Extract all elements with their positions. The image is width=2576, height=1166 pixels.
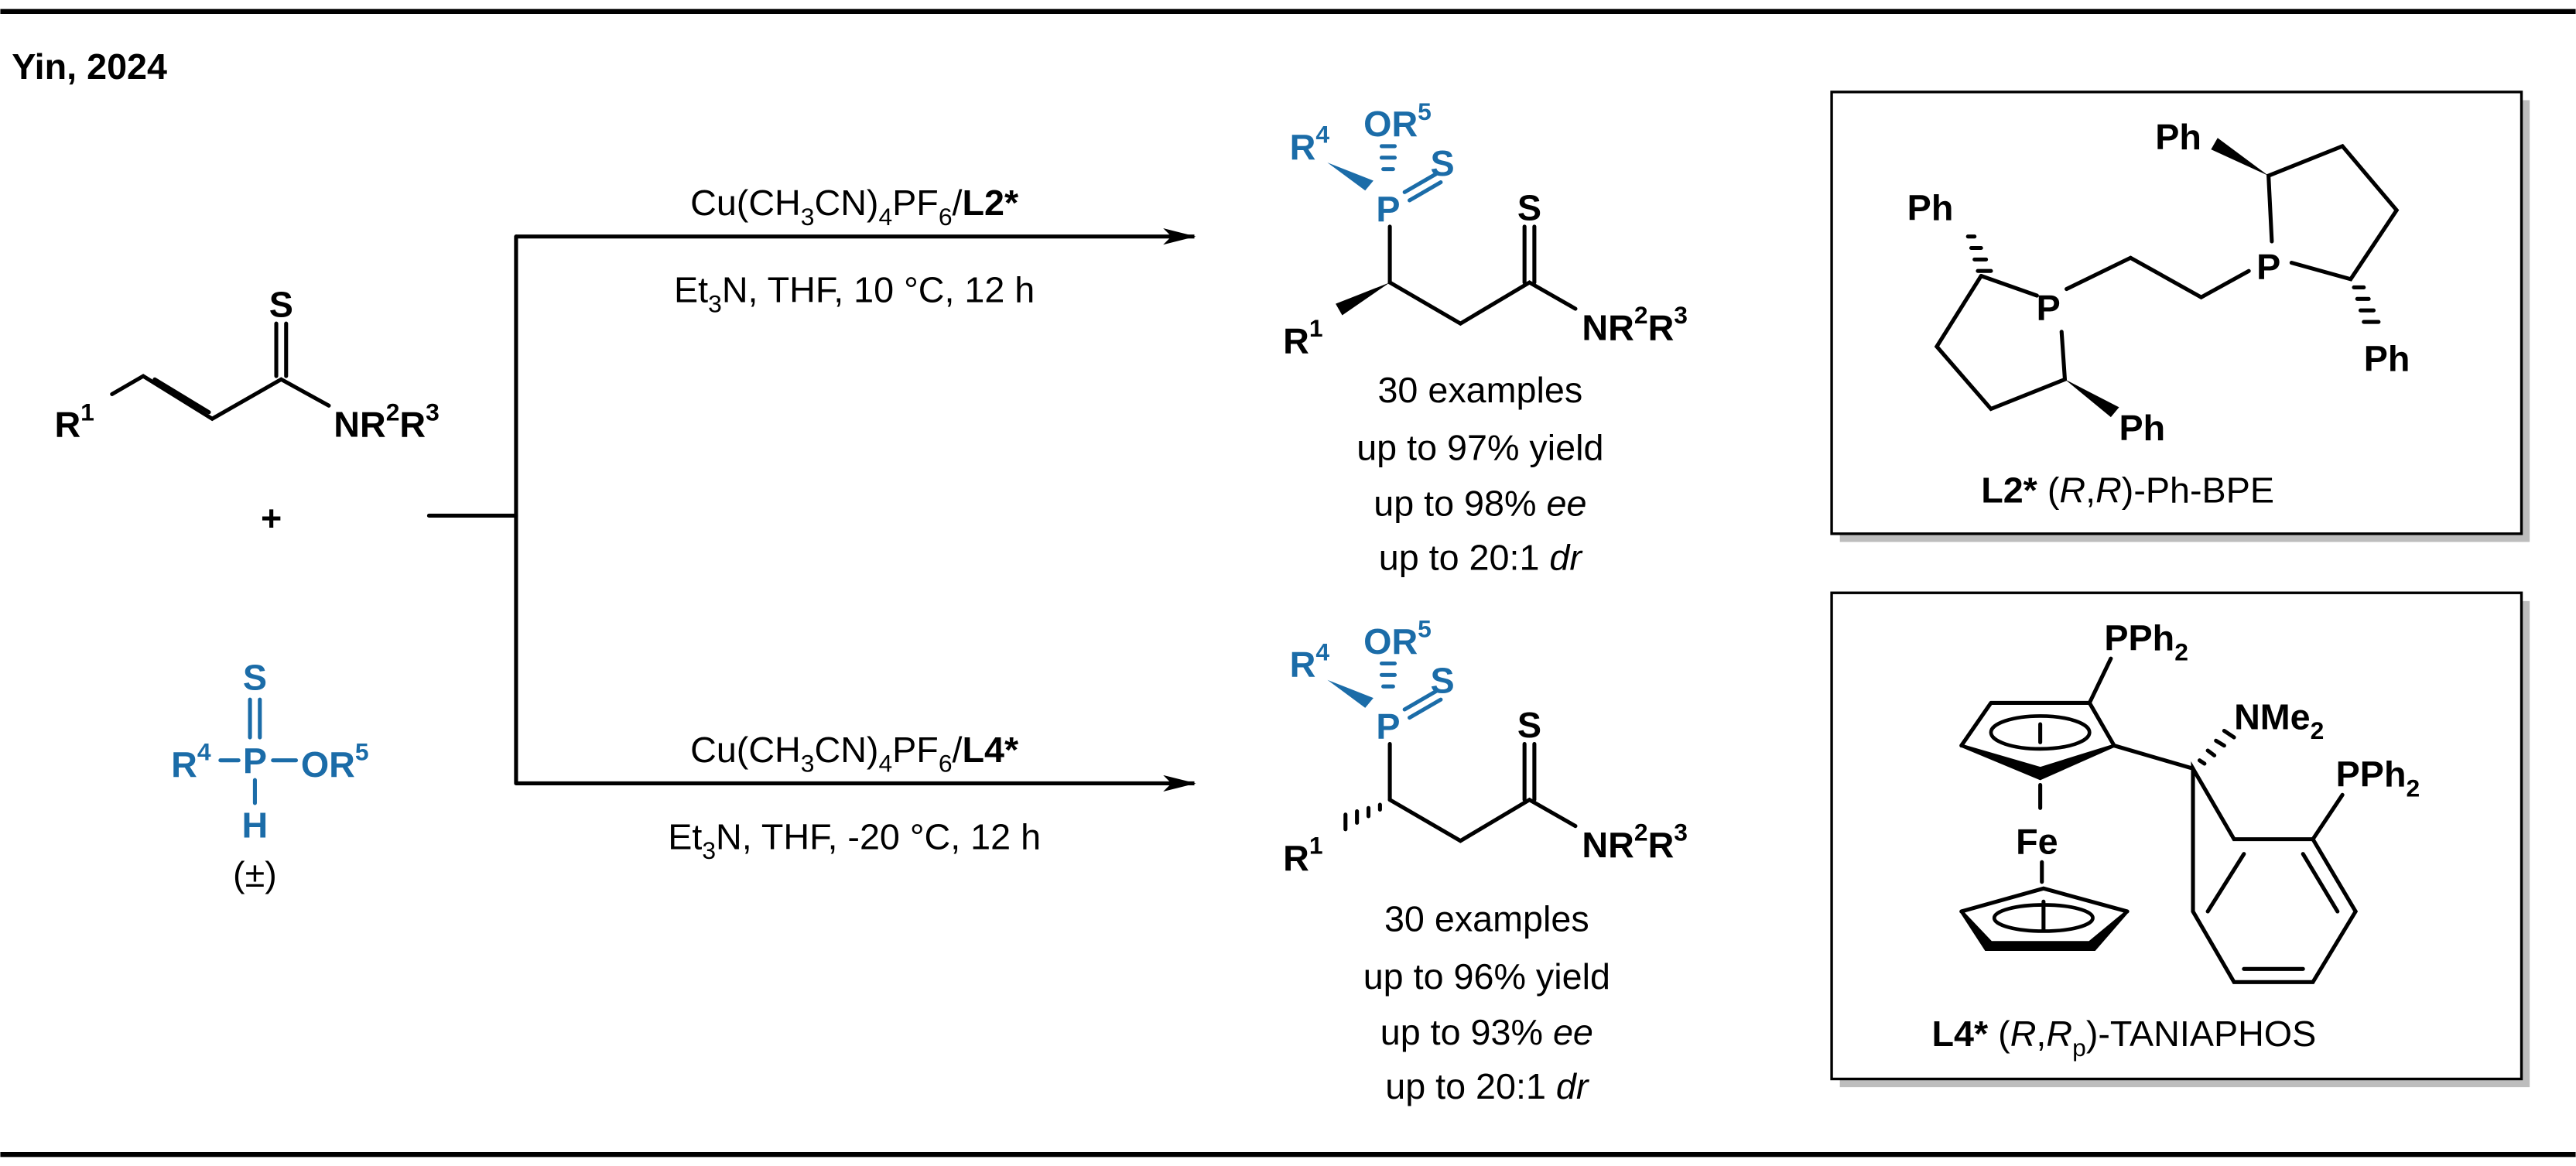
svg-text:30 examples: 30 examples [1377,370,1582,410]
svg-text:Ph: Ph [1907,187,1954,227]
svg-text:OR5: OR5 [301,738,369,785]
scheme-title: Yin, 2024 [12,46,167,87]
svg-text:R4: R4 [171,738,211,785]
svg-text:R1: R1 [1283,314,1322,361]
svg-text:(±): (±) [233,854,277,894]
svg-text:up to 20:1 dr: up to 20:1 dr [1379,538,1584,578]
svg-text:P: P [2256,247,2280,287]
svg-text:OR5: OR5 [1363,615,1432,662]
plus-sign: + [261,498,282,539]
svg-text:S: S [1517,187,1541,227]
svg-text:Et3N, THF, -20 °C, 12 h: Et3N, THF, -20 °C, 12 h [668,816,1041,864]
svg-text:up to 20:1 dr: up to 20:1 dr [1385,1066,1590,1106]
svg-text:Et3N, THF, 10 °C, 12 h: Et3N, THF, 10 °C, 12 h [674,270,1035,318]
thioamide-substrate: S R1 NR2R3 [54,285,439,445]
ligand-box-l2: Ph P Ph P Ph Ph L2* (R,R)-Ph-BPE [1830,91,2530,542]
svg-text:OR5: OR5 [1363,97,1432,144]
svg-text:NR2R3: NR2R3 [334,398,440,444]
ligand-box-l4: PPh2 Fe NMe2 PPh2 L4* (R,Rp)-TANIAPHOS [1830,591,2530,1088]
svg-text:R1: R1 [1283,832,1322,878]
phosphine-reagent: S P R4 OR5 H (±) [171,657,368,894]
svg-text:Fe: Fe [2016,822,2058,862]
svg-text:Ph: Ph [2364,339,2410,379]
svg-text:NMe2: NMe2 [2234,696,2324,744]
svg-text:P: P [243,741,267,781]
svg-text:up to 93% ee: up to 93% ee [1380,1012,1593,1052]
svg-text:R4: R4 [1290,121,1330,167]
svg-text:P: P [1376,706,1400,747]
svg-text:R1: R1 [54,398,94,444]
svg-text:PPh2: PPh2 [2336,754,2420,802]
svg-text:Cu(CH3CN)4PF6/L2*: Cu(CH3CN)4PF6/L2* [690,183,1019,231]
svg-text:P: P [2037,288,2061,328]
svg-text:Ph: Ph [2119,408,2166,448]
svg-text:NR2R3: NR2R3 [1582,819,1688,865]
svg-text:H: H [242,805,269,845]
svg-text:30 examples: 30 examples [1384,898,1589,939]
product-upper: R4 OR5 S P S R1 NR2R3 30 examples up to … [1283,97,1688,578]
reaction-arrows [426,228,1196,792]
svg-text:L2* (R,R)-Ph-BPE: L2* (R,R)-Ph-BPE [1981,470,2274,510]
svg-text:S: S [243,657,267,697]
svg-text:up to 96% yield: up to 96% yield [1363,956,1610,997]
svg-text:PPh2: PPh2 [2104,618,2188,666]
product-lower: R4 OR5 S P S R1 NR2R3 30 examples up to … [1283,615,1688,1106]
svg-text:up to 97% yield: up to 97% yield [1356,427,1603,467]
svg-text:Cu(CH3CN)4PF6/L4*: Cu(CH3CN)4PF6/L4* [690,730,1019,778]
svg-text:L4* (R,Rp)-TANIAPHOS: L4* (R,Rp)-TANIAPHOS [1932,1014,2317,1062]
svg-text:S: S [1517,705,1541,745]
conditions-lower: Cu(CH3CN)4PF6/L4* Et3N, THF, -20 °C, 12 … [668,730,1041,864]
svg-text:Ph: Ph [2155,117,2201,157]
svg-text:R4: R4 [1290,638,1330,684]
svg-text:NR2R3: NR2R3 [1582,301,1688,347]
conditions-upper: Cu(CH3CN)4PF6/L2* Et3N, THF, 10 °C, 12 h [674,183,1035,317]
svg-text:P: P [1376,190,1400,230]
svg-text:S: S [269,285,293,325]
svg-text:up to 98% ee: up to 98% ee [1374,483,1586,523]
